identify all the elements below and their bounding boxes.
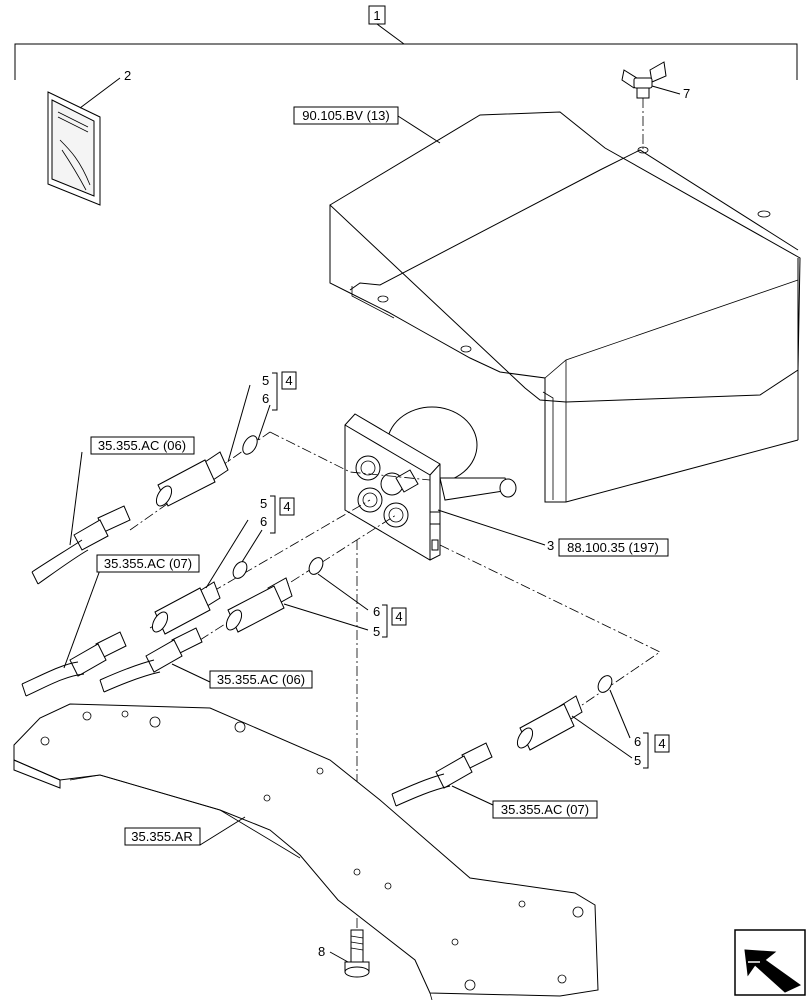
hose-lower-reference: 35.355.AC (06) xyxy=(217,672,305,687)
navigation-arrow-icon[interactable] xyxy=(734,929,806,996)
hoses-middle: 35.355.AC (07) 35.355.AC (06) xyxy=(21,554,313,697)
hose-middle-reference: 35.355.AC (07) xyxy=(104,556,192,571)
bolt: 8 xyxy=(318,929,370,978)
hose-upper-reference: 35.355.AC (06) xyxy=(98,438,186,453)
item-4-label-d: 4 xyxy=(658,736,665,751)
cover-reference: 90.105.BV (13) xyxy=(302,108,389,123)
quick-coupler-block: 3 88.100.35 (197) xyxy=(344,406,669,561)
operator-manual: 2 xyxy=(47,68,131,206)
wing-nut: 7 xyxy=(621,61,690,150)
middle-fittings: 5 6 4 6 5 4 xyxy=(151,495,407,639)
item-6-label-d: 6 xyxy=(634,734,641,749)
item-4-label-c: 4 xyxy=(395,609,402,624)
item-5-label-d: 5 xyxy=(634,753,641,768)
item-7-label: 7 xyxy=(683,86,690,101)
item-5-label-c: 5 xyxy=(373,624,380,639)
frame-reference: 35.355.AR xyxy=(131,829,192,844)
assembly-bracket: 1 xyxy=(14,5,798,80)
protective-cover: 90.105.BV (13) xyxy=(293,106,801,503)
hose-upper: 35.355.AC (06) xyxy=(31,436,195,585)
item-6-label-a: 6 xyxy=(262,391,269,406)
coupler-reference: 88.100.35 (197) xyxy=(567,540,659,555)
item-8-label: 8 xyxy=(318,944,325,959)
item-4-label-b: 4 xyxy=(283,499,290,514)
item-1-label: 1 xyxy=(373,8,380,23)
item-3-label: 3 xyxy=(547,538,554,553)
item-5-label-b: 5 xyxy=(260,496,267,511)
right-fitting: 6 5 4 35.355.AC (07) xyxy=(391,675,670,819)
upper-fitting: 5 6 4 xyxy=(155,371,297,507)
item-6-label-b: 6 xyxy=(260,514,267,529)
hose-right-reference: 35.355.AC (07) xyxy=(501,802,589,817)
item-5-label-a: 5 xyxy=(262,373,269,388)
support-frame: 35.355.AR xyxy=(13,703,599,1000)
item-6-label-c: 6 xyxy=(373,604,380,619)
item-4-label-a: 4 xyxy=(285,373,292,388)
item-2-label: 2 xyxy=(124,68,131,83)
